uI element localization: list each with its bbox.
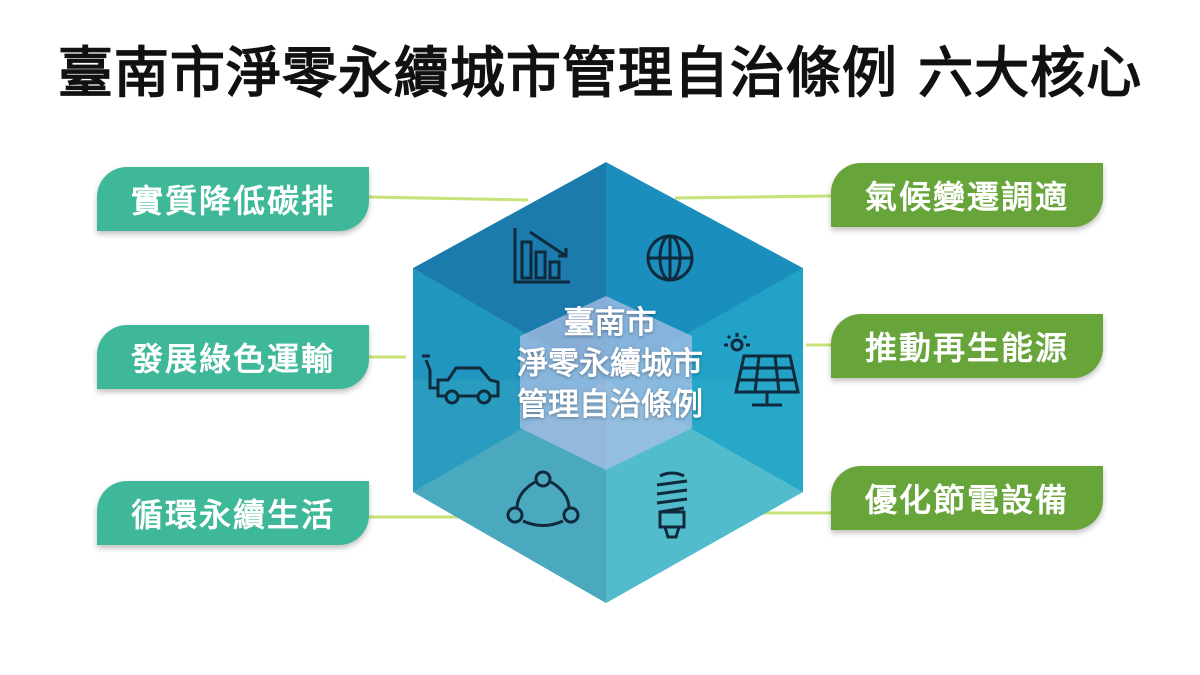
page-title: 臺南市淨零永續城市管理自治條例 六大核心 [57,41,1143,105]
center-title-line3: 管理自治條例 [517,387,703,423]
core-climate-adaptation: 氣候變遷調適 [831,163,1103,227]
light-bulb-icon [656,471,688,539]
center-title: 臺南市 淨零永續城市 管理自治條例 [470,303,750,426]
center-title-line2: 淨零永續城市 [517,346,703,382]
bar-chart-icon [513,228,570,284]
center-hexagon [520,296,692,470]
core-energy-saving: 優化節電設備 [831,466,1103,530]
core-circular-living: 循環永續生活 [97,481,369,545]
recycle-circle-icon [506,470,580,527]
globe-icon [646,234,694,282]
solar-panel-icon [724,333,800,407]
core-reduce-carbon: 實質降低碳排 [97,167,369,231]
electric-car-icon [422,354,500,405]
core-renewable-energy: 推動再生能源 [831,314,1103,378]
center-title-line1: 臺南市 [563,305,657,341]
core-green-transport: 發展綠色運輸 [97,325,369,389]
connector-lines [368,194,832,519]
